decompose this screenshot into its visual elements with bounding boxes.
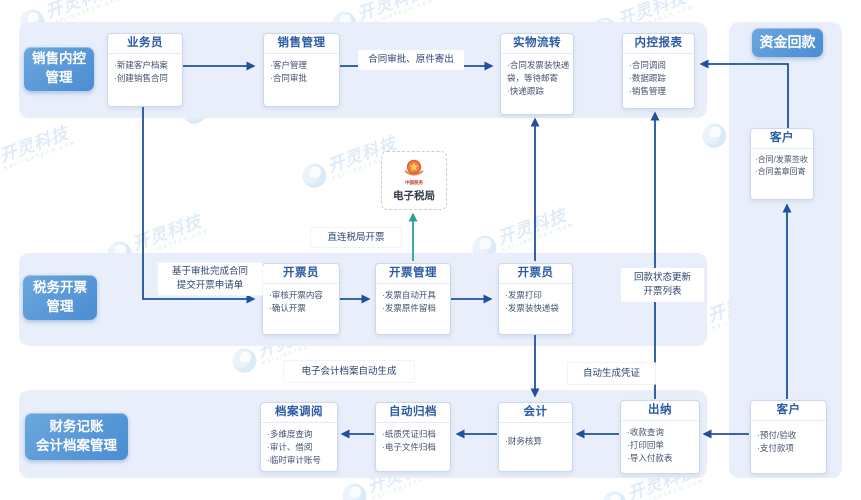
box-item: ·数据跟踪 — [629, 72, 666, 83]
flow-box-etax-bureau: 中国税务 电子税局 — [381, 151, 447, 210]
label-collection-status-update: 回款状态更新 开票列表 — [621, 268, 704, 302]
box-item: ·合同调阅 — [629, 60, 666, 70]
section-header-text: 资金回款 — [759, 33, 816, 50]
box-item: ·合同审批 — [270, 72, 307, 83]
box-item: ·临时审计账号 — [267, 454, 321, 465]
box-item: ·发票原件留档 — [382, 302, 436, 313]
box-item: ·发票自动开具 — [382, 290, 436, 300]
box-item: ·合同发票装快递袋，等待邮寄 — [507, 60, 570, 83]
box-title: 业务员 — [108, 34, 182, 54]
flow-box-cashier: 出纳 ·收款查询 ·打印回单 ·导入付款表 — [620, 400, 700, 474]
box-item: ·创建销售合同 — [114, 72, 168, 83]
box-item: ·合同盖章回寄 — [755, 167, 806, 176]
label-submit-invoice-request: 基于审批完成合同 提交开票申请单 — [157, 262, 263, 296]
flow-box-clerk-review: 开票员 ·审核开票内容 ·确认开票 — [262, 263, 340, 335]
flow-box-archive-view: 档案调阅 ·多维度查询 ·审计、借阅 ·临时审计账号 — [260, 402, 338, 472]
section-header-text: 管理 — [45, 70, 73, 85]
flow-box-physical-flow: 实物流转 ·合同发票装快递袋，等待邮寄 ·快递跟踪 — [500, 33, 574, 115]
box-title: 出纳 — [621, 401, 699, 421]
box-title: 销售管理 — [264, 34, 339, 54]
box-item: ·多维度查询 — [267, 429, 313, 439]
label-earchive-auto-generate: 电子会计档案自动生成 — [283, 360, 415, 383]
box-title: 客户 — [751, 129, 813, 149]
section-header-text: 税务开票 — [33, 279, 87, 295]
box-item: ·合同/发票签收 — [755, 155, 808, 164]
box-item: ·确认开票 — [269, 302, 306, 313]
section-header-text: 财务记账 — [49, 418, 104, 434]
box-title: 内控报表 — [623, 34, 694, 54]
box-item: ·电子文件归档 — [382, 441, 436, 452]
flow-box-accountant: 会计 ·财务核算 — [498, 402, 573, 472]
box-item: ·预付/验收 — [757, 430, 797, 440]
section-header-sales-internal-control: 销售内控 管理 — [24, 47, 94, 91]
label-auto-generate-voucher: 自动生成凭证 — [567, 362, 656, 385]
label-contract-approval-send: 合同审批、原件寄出 — [358, 50, 464, 70]
box-item: ·导入付款表 — [627, 452, 673, 463]
box-item: ·打印回单 — [627, 439, 664, 450]
box-title: 自动归档 — [376, 403, 450, 423]
box-title: 电子税局 — [393, 190, 435, 202]
box-title: 开票管理 — [376, 264, 450, 284]
box-item: ·审核开票内容 — [269, 290, 323, 300]
section-header-text: 会计档案管理 — [36, 437, 117, 453]
box-item: ·纸质凭证归档 — [382, 429, 436, 439]
china-tax-emblem-icon — [404, 159, 424, 176]
flow-box-clerk-print: 开票员 ·发票打印 ·发票装快递袋 — [498, 263, 573, 335]
box-item: ·支付款项 — [757, 442, 794, 453]
box-title: 客户 — [751, 401, 826, 421]
box-item: ·财务核算 — [505, 436, 542, 446]
flow-box-sales-management: 销售管理 ·客户管理 ·合同审批 — [263, 33, 340, 107]
section-header-fund-collection: 资金回款 — [752, 28, 823, 57]
box-title: 档案调阅 — [261, 403, 337, 423]
flow-box-customer-lower: 客户 ·预付/验收 ·支付款项 — [750, 400, 827, 474]
box-item: ·发票打印 — [505, 290, 542, 300]
emblem-caption: 中国税务 — [404, 180, 423, 186]
box-item: ·销售管理 — [629, 85, 666, 96]
flow-box-customer-upper: 客户 ·合同/发票签收 ·合同盖章回寄 — [750, 128, 814, 200]
flow-box-control-report: 内控报表 ·合同调阅 ·数据跟踪 ·销售管理 — [622, 33, 695, 109]
box-title: 实物流转 — [501, 34, 573, 54]
section-header-tax-invoicing: 税务开票 管理 — [23, 275, 97, 320]
flow-box-invoice-management: 开票管理 ·发票自动开具 ·发票原件留档 — [375, 263, 451, 335]
section-header-text: 销售内控 — [32, 51, 86, 67]
box-title: 开票员 — [499, 264, 572, 284]
flow-box-auto-archive: 自动归档 ·纸质凭证归档 ·电子文件归档 — [375, 402, 451, 472]
box-item: ·发票装快递袋 — [505, 302, 559, 313]
box-title: 会计 — [499, 403, 572, 423]
section-header-text: 管理 — [46, 298, 74, 314]
box-title: 开票员 — [263, 264, 339, 284]
box-item: ·审计、借阅 — [267, 441, 313, 452]
label-direct-tax-invoicing: 直连税局开票 — [310, 227, 402, 248]
box-item: ·收款查询 — [627, 427, 664, 437]
box-item: ·快递跟踪 — [507, 85, 544, 96]
flow-box-salesman: 业务员 ·新建客户档案 ·创建销售合同 — [107, 33, 183, 107]
box-item: ·新建客户档案 — [114, 60, 168, 70]
box-item: ·客户管理 — [270, 60, 307, 70]
section-header-finance-archive: 财务记账 会计档案管理 — [25, 413, 128, 460]
